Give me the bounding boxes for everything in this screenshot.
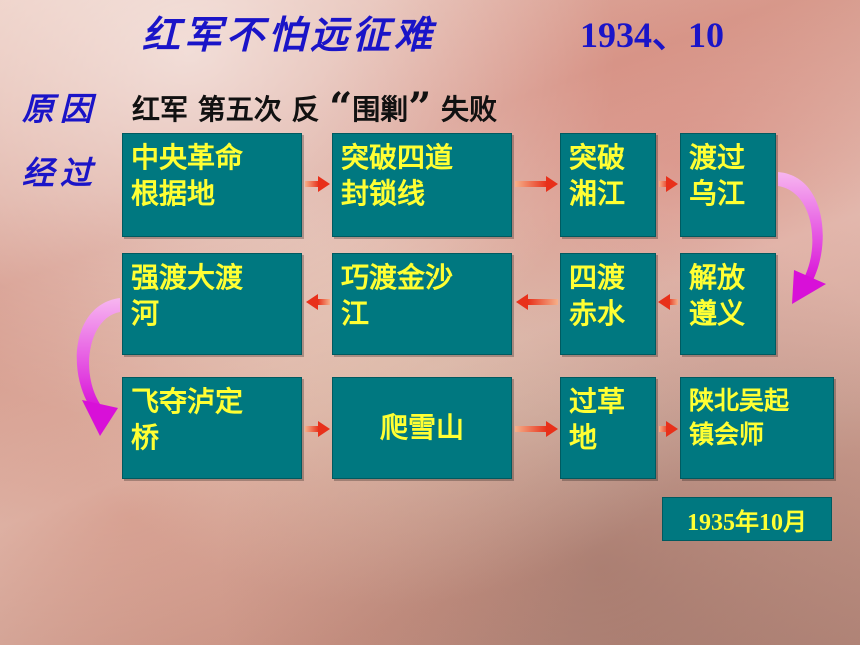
step-chishui-river: 四渡 赤水 bbox=[560, 253, 656, 355]
step-line: 渡过 bbox=[689, 141, 746, 174]
process-label: 经过 bbox=[22, 154, 99, 192]
arrow-right-icon bbox=[515, 421, 558, 437]
step-line: 陕北吴起 bbox=[689, 386, 790, 415]
step-line: 江 bbox=[341, 297, 370, 330]
reason-text-after: 失败 bbox=[441, 93, 498, 126]
arrow-left-icon bbox=[306, 294, 330, 310]
step-line: 地 bbox=[569, 421, 598, 454]
curved-arrow-icon bbox=[778, 172, 826, 304]
step-line: 镇会师 bbox=[689, 420, 765, 449]
curved-arrow-icon bbox=[76, 298, 120, 436]
step-central-base: 中央革命 根据地 bbox=[122, 133, 302, 237]
step-break-blockade: 突破四道 封锁线 bbox=[332, 133, 512, 237]
arrow-right-icon bbox=[305, 176, 330, 192]
arrow-right-icon bbox=[305, 421, 330, 437]
slide-title: 红军不怕远征难 bbox=[142, 12, 437, 57]
step-wuqi-meeting: 陕北吴起 镇会师 bbox=[680, 377, 834, 479]
step-line: 乌江 bbox=[689, 177, 746, 210]
step-line: 河 bbox=[131, 297, 160, 330]
step-line: 中央革命 bbox=[131, 141, 244, 174]
step-line: 突破四道 bbox=[341, 141, 454, 174]
step-line: 湘江 bbox=[569, 177, 626, 210]
reason-text: 红军 第五次 反 “围剿” 失败 bbox=[132, 86, 497, 130]
step-jinsha-river: 巧渡金沙 江 bbox=[332, 253, 512, 355]
step-line: 解放 bbox=[689, 261, 746, 294]
reason-quoted: 围剿 bbox=[352, 93, 409, 126]
reason-text-before: 红军 第五次 反 bbox=[132, 93, 320, 126]
start-date: 1934、10 bbox=[580, 15, 725, 55]
step-line: 爬雪山 bbox=[379, 411, 464, 444]
step-line: 强渡大渡 bbox=[131, 261, 244, 294]
step-line: 封锁线 bbox=[341, 177, 426, 210]
arrow-right-icon bbox=[515, 176, 558, 192]
arrow-left-icon bbox=[658, 294, 678, 310]
step-wu-river: 渡过 乌江 bbox=[680, 133, 776, 237]
step-line: 飞夺泸定 bbox=[131, 385, 244, 418]
step-grassland: 过草 地 bbox=[560, 377, 656, 479]
step-line: 桥 bbox=[131, 421, 160, 454]
arrow-right-icon bbox=[659, 176, 678, 192]
step-line: 根据地 bbox=[131, 177, 216, 210]
reason-quote-close: ” bbox=[408, 84, 432, 131]
reason-label: 原因 bbox=[22, 90, 99, 128]
step-luding-bridge: 飞夺泸定 桥 bbox=[122, 377, 302, 479]
arrow-left-icon bbox=[516, 294, 558, 310]
step-dadu-river: 强渡大渡 河 bbox=[122, 253, 302, 355]
step-zunyi: 解放 遵义 bbox=[680, 253, 776, 355]
step-line: 过草 bbox=[569, 385, 626, 418]
step-line: 赤水 bbox=[569, 297, 626, 330]
end-date: 1935年10月 bbox=[662, 497, 832, 541]
step-line: 突破 bbox=[569, 141, 626, 174]
step-line: 巧渡金沙 bbox=[341, 261, 454, 294]
step-snow-mountain: 爬雪山 bbox=[332, 377, 512, 479]
arrow-right-icon bbox=[659, 421, 678, 437]
step-line: 四渡 bbox=[569, 261, 626, 294]
step-line: 遵义 bbox=[689, 297, 746, 330]
reason-quote-open: “ bbox=[329, 84, 353, 131]
step-xiang-river: 突破 湘江 bbox=[560, 133, 656, 237]
